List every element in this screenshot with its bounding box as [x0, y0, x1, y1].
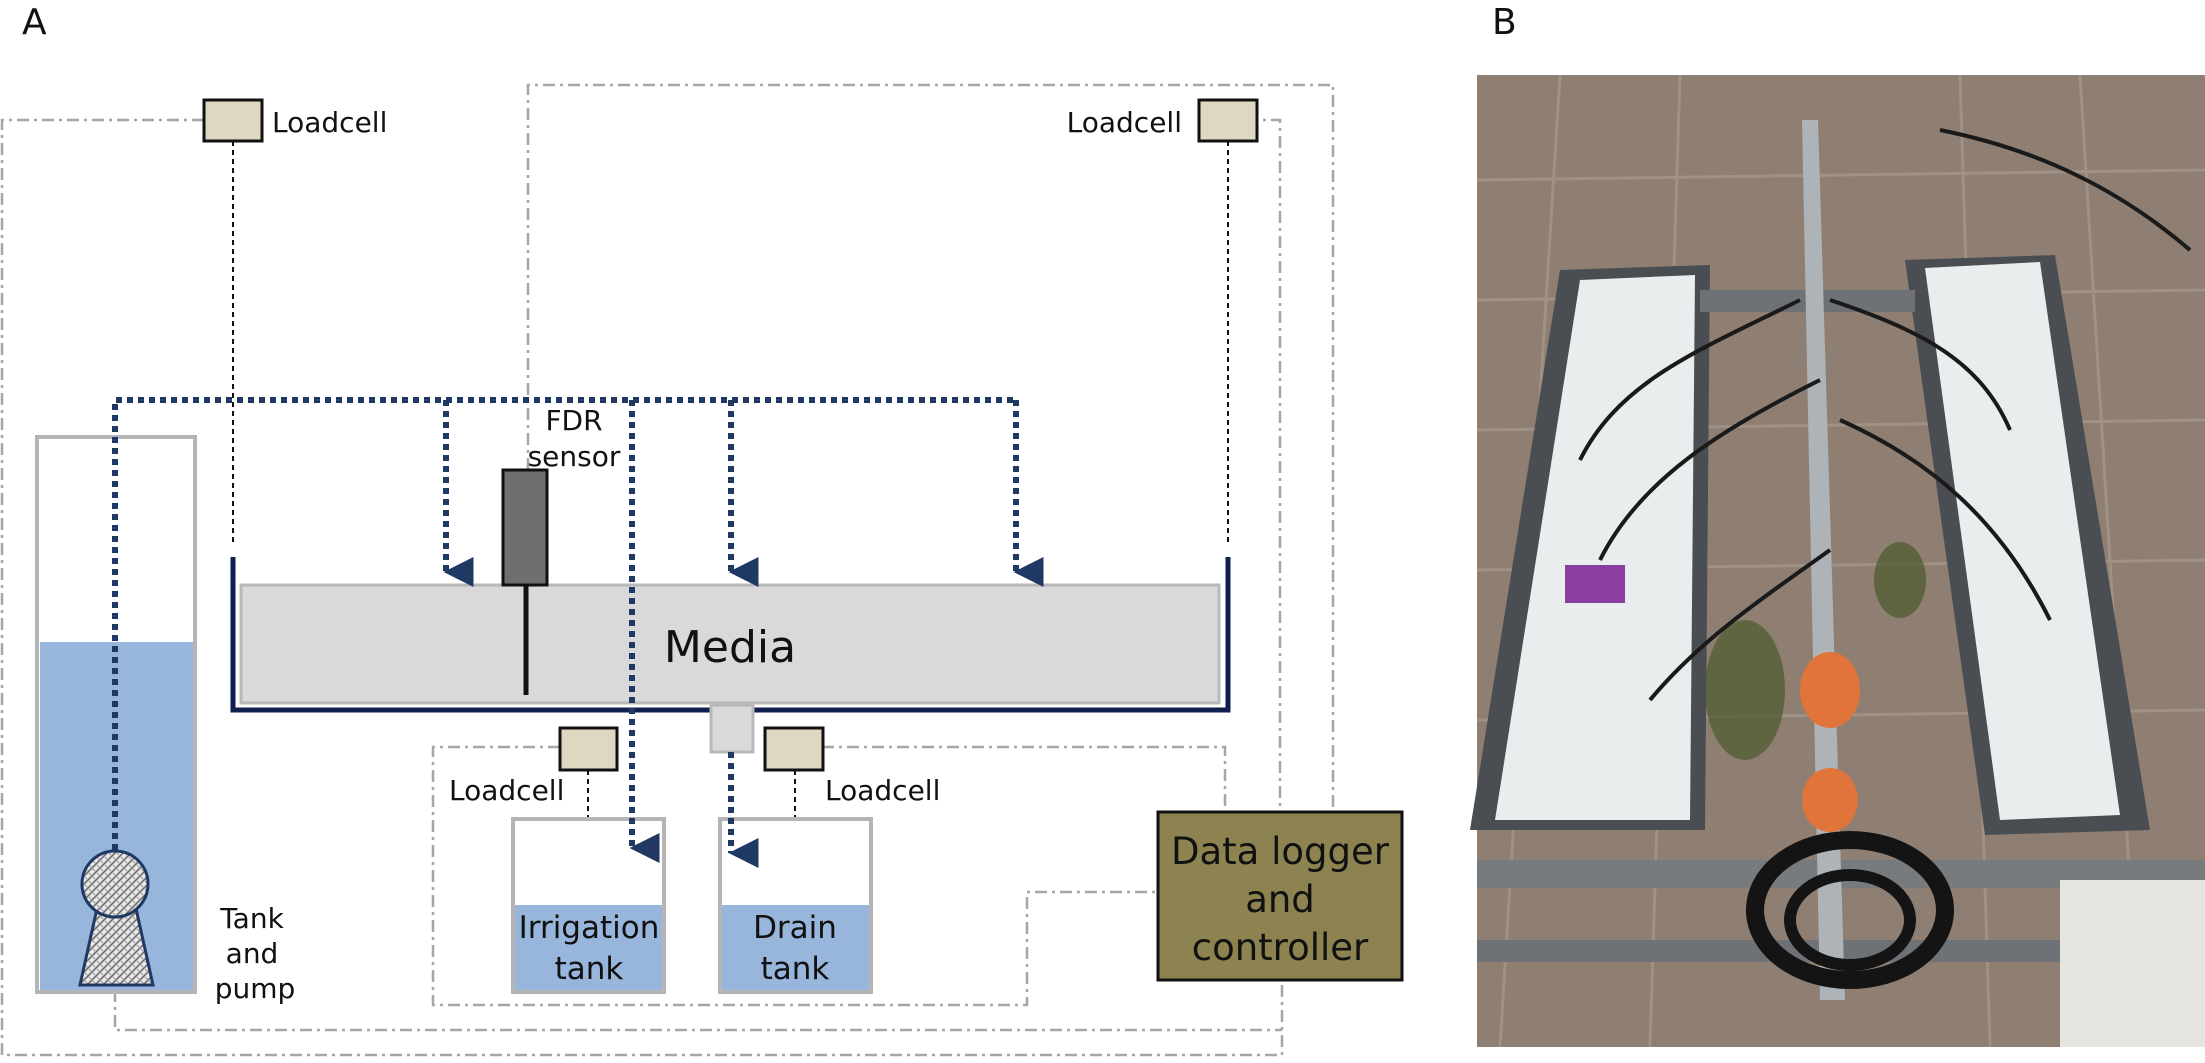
irrigation-tank: Irrigation tank — [511, 817, 666, 994]
loadcell-label: Loadcell — [1067, 106, 1182, 139]
supply-riser — [112, 397, 1016, 850]
loadcell-box — [202, 98, 264, 143]
loadcell-box — [558, 726, 619, 772]
loadcell-bottom-left: Loadcell — [449, 726, 619, 818]
loadcell-top-left: Loadcell — [202, 98, 387, 545]
loadcell-label: Loadcell — [449, 774, 564, 807]
fdr-label-line2: sensor — [528, 440, 621, 473]
water-flow — [112, 397, 1044, 868]
drain-outline — [718, 817, 873, 994]
logger-label-line3: controller — [1192, 926, 1369, 969]
loadcell-label: Loadcell — [825, 774, 940, 807]
fdr-sensor-body — [501, 468, 549, 587]
drain-outlet — [709, 703, 755, 754]
media-slab — [239, 583, 1221, 705]
irrigation-label-line2: tank — [555, 951, 624, 987]
drain-tank: Drain tank — [718, 817, 873, 994]
fdr-label-line1: FDR — [545, 404, 602, 437]
panel-label-b: B — [1492, 2, 1517, 43]
drain-label-line1: Drain — [753, 910, 837, 946]
logger-label-line2: and — [1245, 878, 1315, 921]
media-label: Media — [664, 622, 796, 673]
media-trough: Media — [230, 557, 1231, 754]
data-logger-controller: Data logger and controller — [1156, 810, 1404, 982]
irrigation-label-line1: Irrigation — [519, 910, 660, 946]
pump-head — [80, 849, 150, 919]
tank-label-line3: pump — [215, 972, 296, 1005]
drain-label-line2: tank — [761, 951, 830, 987]
tank-label-line1: Tank — [219, 902, 284, 935]
panel-label-a: A — [22, 2, 47, 43]
irrigation-water — [515, 905, 663, 991]
loadcell-bottom-right: Loadcell — [763, 726, 940, 818]
irrigation-outline — [511, 817, 666, 994]
fdr-sensor: FDR sensor — [501, 404, 621, 695]
loadcell-box — [1197, 98, 1259, 143]
tank-and-pump: Tank and pump — [35, 435, 296, 1005]
greenhouse-photo — [1470, 74, 2205, 1048]
tank-label-line2: and — [226, 937, 279, 970]
loadcell-label: Loadcell — [272, 106, 387, 139]
logger-box — [1156, 810, 1404, 982]
loadcell-box — [763, 726, 825, 772]
logger-label-line1: Data logger — [1171, 830, 1390, 873]
drain-water — [722, 905, 870, 991]
signal-wiring — [0, 83, 1335, 1057]
loadcell-top-right: Loadcell — [1067, 98, 1259, 545]
